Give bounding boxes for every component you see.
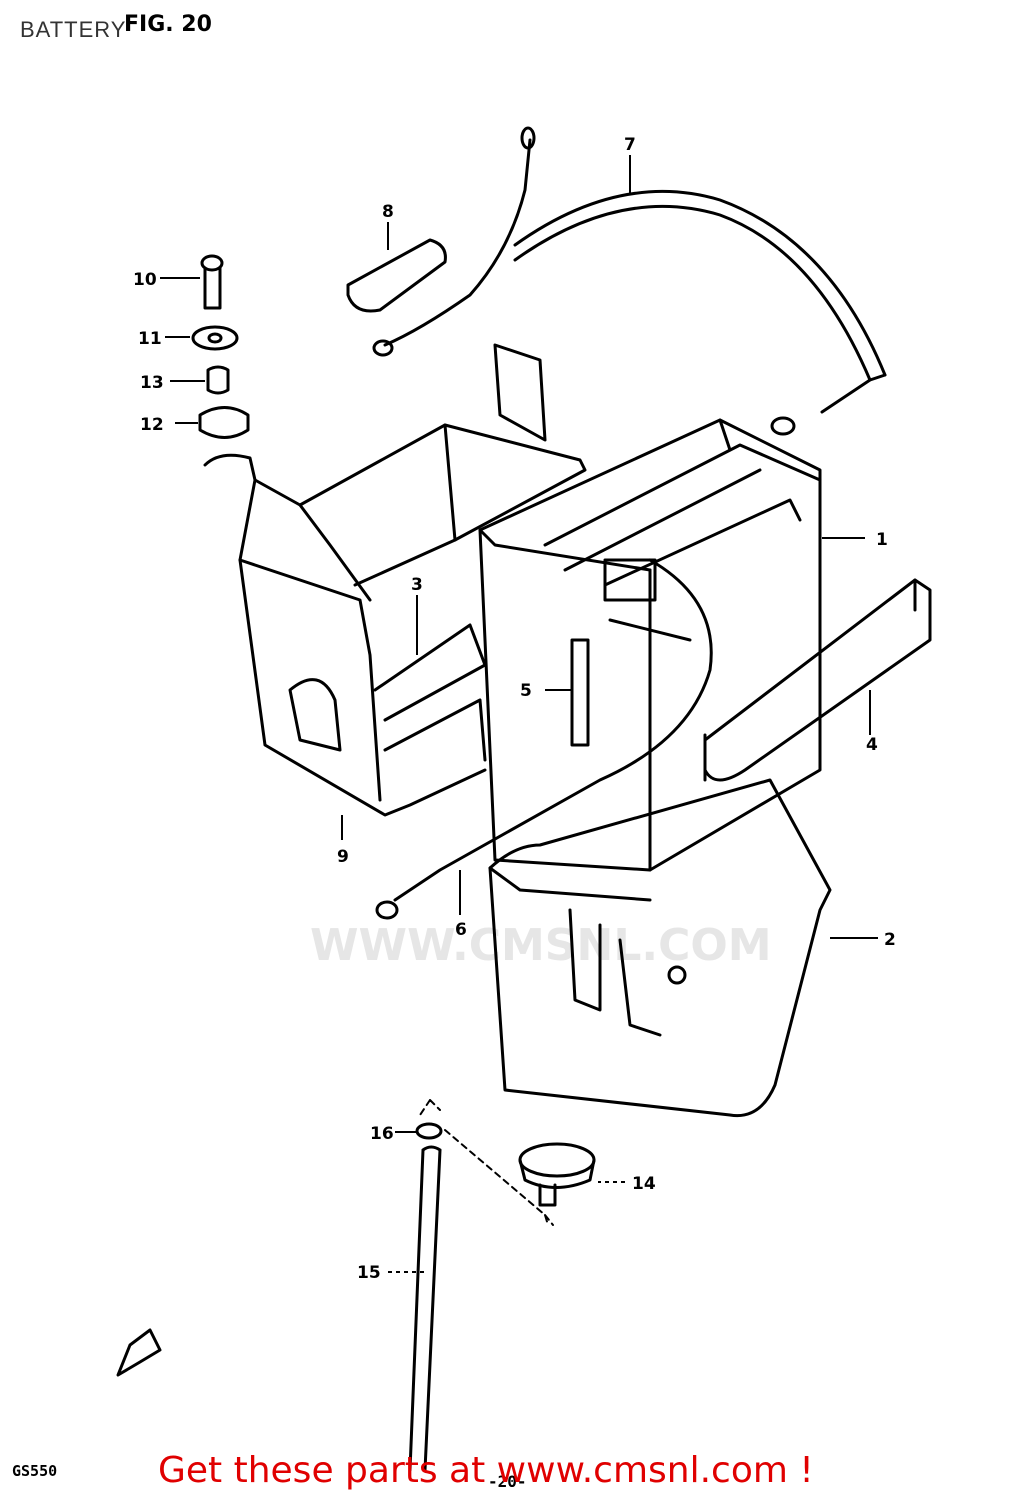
part-7-connector [520,126,536,150]
figure-label: FIG. 20 [124,12,212,37]
watermark-text: WWW.CMSNL.COM [310,920,772,971]
callout-labels: 1 2 3 4 5 6 7 8 9 10 11 12 13 14 15 16 [133,135,896,1283]
part-14-cap [518,1142,596,1207]
callout-10: 10 [133,270,157,290]
part-8-terminal-cover [346,238,447,313]
part-12-grommet [198,406,250,439]
part-11-washer [191,325,239,351]
callout-9: 9 [337,847,349,867]
callout-8: 8 [382,202,394,222]
page-number: -20- [488,1472,527,1491]
callout-13: 13 [140,373,164,393]
page-title: BATTERY [20,17,127,42]
part-7-sleeve [513,190,887,377]
part-10-bolt [200,254,224,310]
front-arrow-icon [116,1328,162,1377]
part-1-battery [478,418,822,872]
callout-14: 14 [632,1174,656,1194]
part-6-lead-wire [393,558,713,902]
callout-11: 11 [138,329,162,349]
callout-7: 7 [624,135,636,155]
callout-12: 12 [140,415,164,435]
callout-3: 3 [411,575,423,595]
callout-6: 6 [455,920,467,940]
part-13-collar [206,365,230,395]
part-4-battery-band [703,578,932,782]
part-2-battery-case [488,778,832,1118]
callout-16: 16 [370,1124,394,1144]
part-7-terminal [770,416,796,436]
callout-5: 5 [520,681,532,701]
callout-4: 4 [866,735,878,755]
part-15-breather-hose [408,1145,442,1472]
callout-2: 2 [884,930,896,950]
part-5-vent-tube [570,638,590,747]
callout-15: 15 [357,1263,381,1283]
callout-1: 1 [876,530,888,550]
part-9-battery-holder [203,343,587,817]
model-code: GS550 [12,1462,58,1480]
part-16-clip [415,1122,443,1140]
part-7-lead-wire [383,138,532,347]
footer-link[interactable]: Get these parts at www.cmsnl.com ! [158,1450,814,1491]
